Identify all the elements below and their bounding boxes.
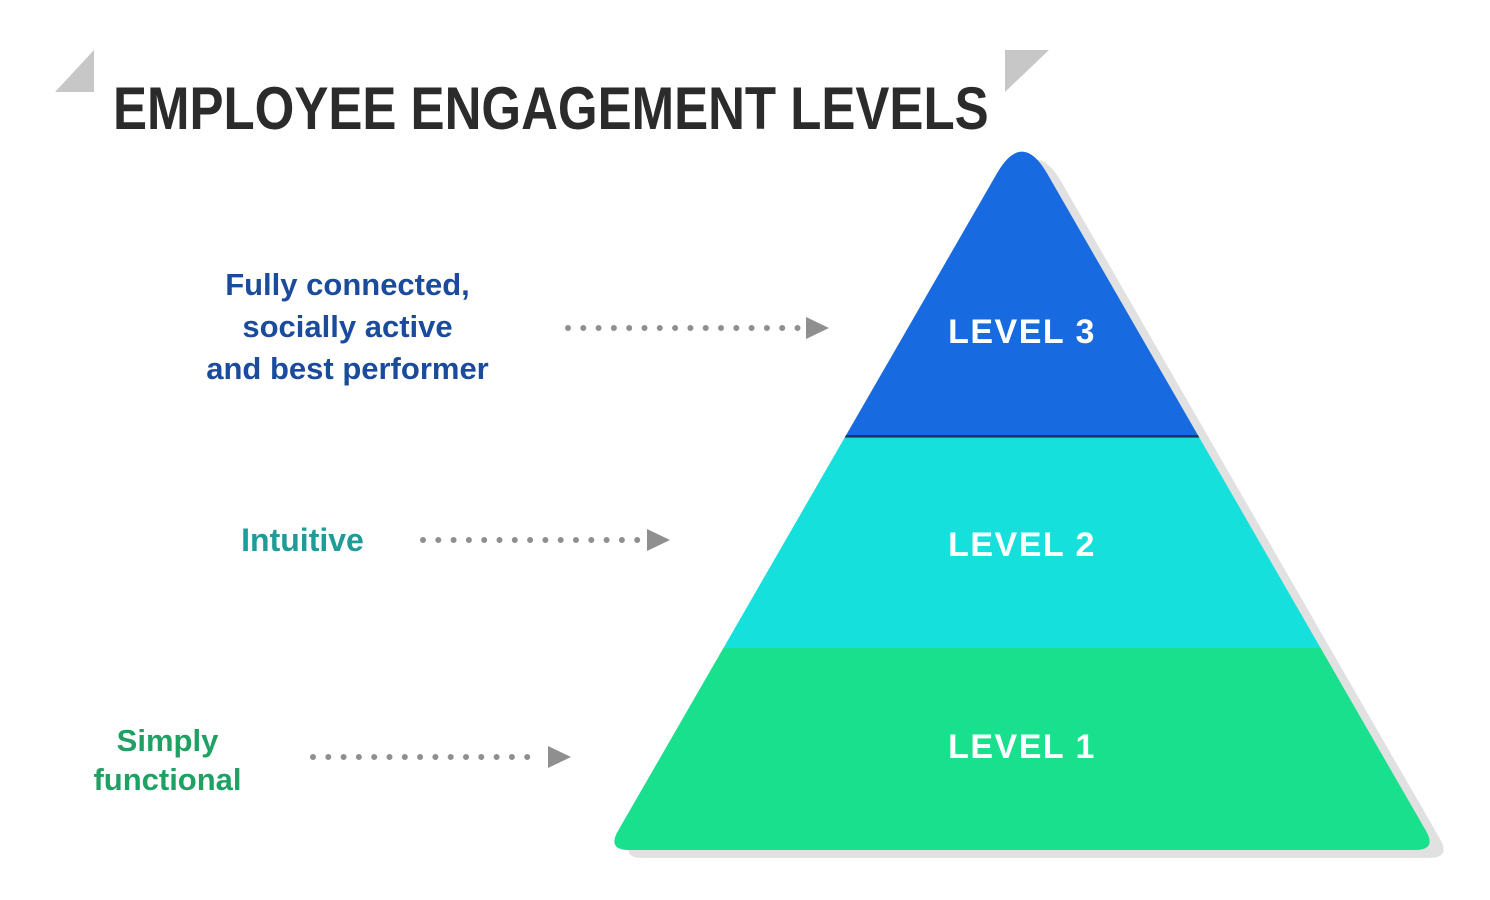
level-3-annotation-line-1: Fully connected, [225, 267, 470, 302]
level-1-annotation: Simply functional [45, 721, 290, 799]
arrow-level-3-head-icon [806, 317, 829, 339]
level-2-annotation-line-1: Intuitive [241, 522, 364, 558]
level-3-band [614, 151, 1430, 437]
level-1-annotation-line-2: functional [93, 762, 242, 797]
arrow-level-1-head-icon [548, 746, 571, 768]
level-1-label: LEVEL 1 [948, 728, 1096, 766]
level-3-label: LEVEL 3 [948, 313, 1096, 351]
level-1-band [614, 648, 1430, 850]
level-3-annotation-line-3: and best performer [206, 351, 489, 386]
page-title: EMPLOYEE ENGAGEMENT LEVELS [113, 75, 989, 143]
arrow-level-2-head-icon [647, 529, 670, 551]
level-3-annotation: Fully connected, socially active and bes… [150, 264, 545, 390]
level-3-annotation-line-2: socially active [242, 309, 453, 344]
level-3-divider-line [614, 435, 1430, 438]
level-2-label: LEVEL 2 [948, 526, 1096, 564]
connector-arrows [310, 317, 829, 768]
level-1-annotation-line-1: Simply [116, 723, 219, 758]
level-2-annotation: Intuitive [160, 522, 445, 558]
